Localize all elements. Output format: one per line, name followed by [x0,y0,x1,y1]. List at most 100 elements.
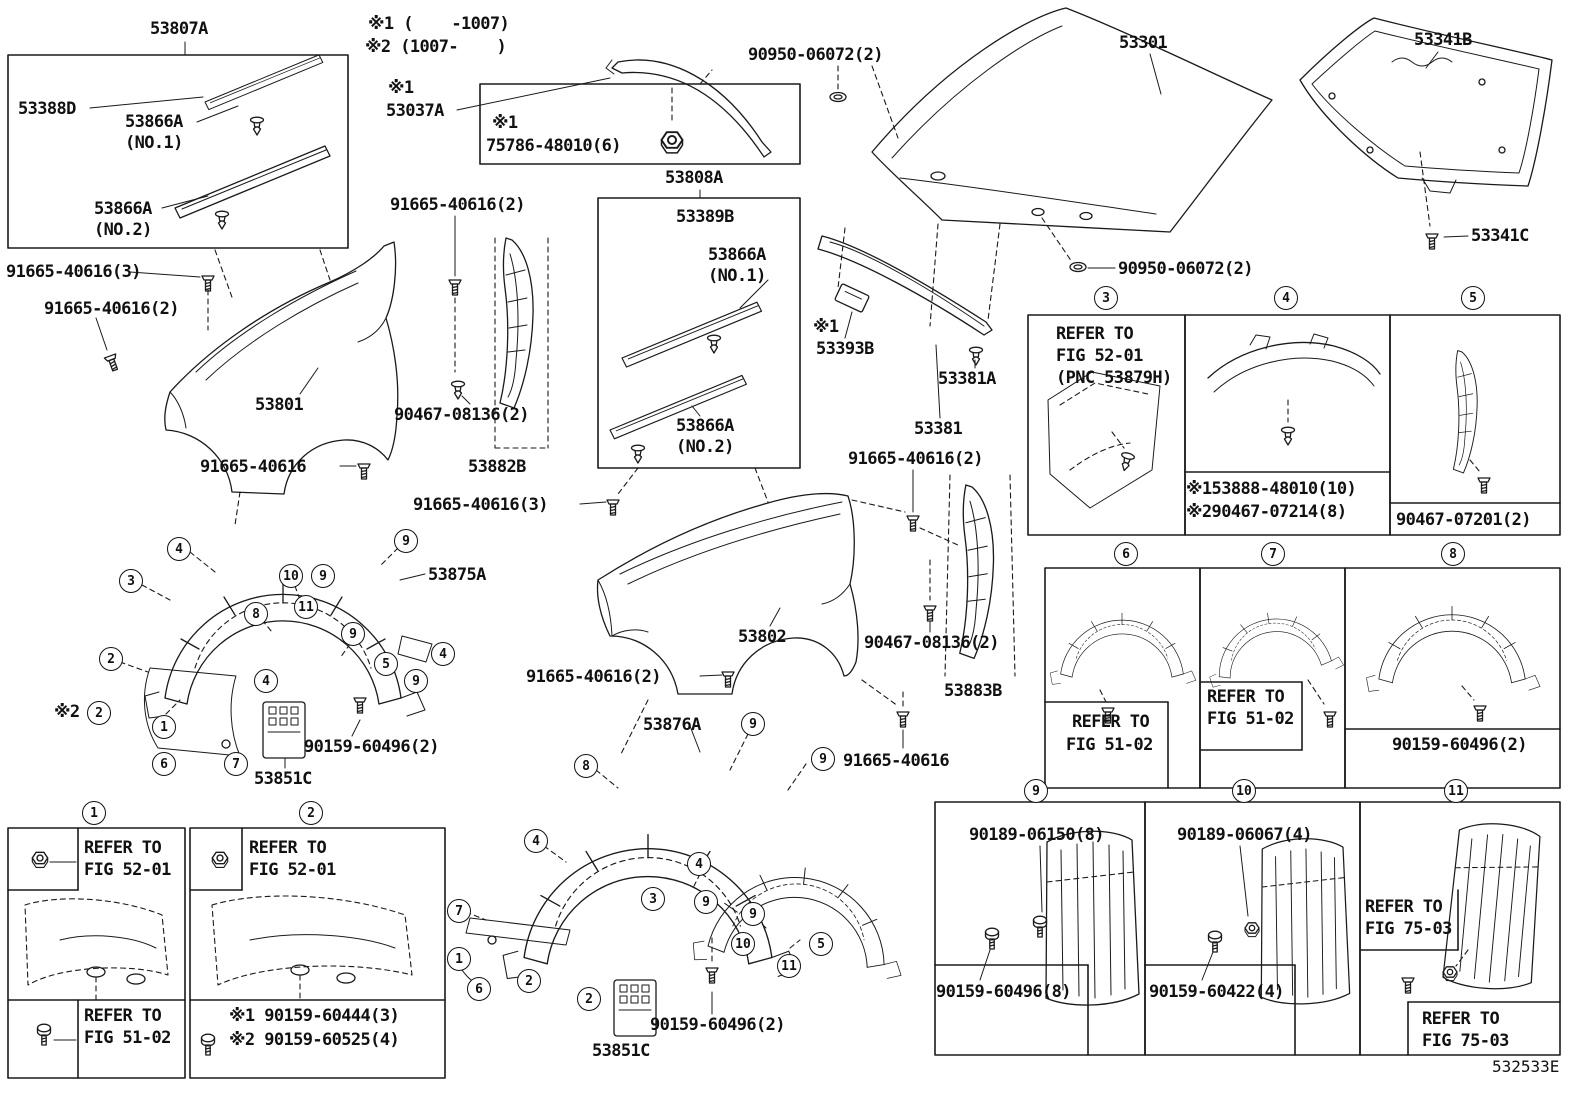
fender-liner-rh-53876A [454,833,912,991]
windshield-molding-53037A [605,59,772,158]
callout-number: 9 [741,902,765,926]
part-label: ※2 90159-60525(4) [229,1030,400,1050]
front-fender-lh-53801 [164,241,399,495]
refer-label: REFER TO [84,1006,162,1026]
liner-corner-arts [1049,603,1541,728]
callout-number: 4 [524,829,548,853]
part-label: (NO.1) [125,133,183,153]
part-label: 53341C [1471,226,1529,246]
callout-number: 7 [447,899,471,923]
callout-number: 6 [467,977,491,1001]
note-marker: ※1 [813,317,839,337]
part-label: 53341B [1414,30,1472,50]
note-marker: ※1 [492,113,518,133]
part-label: 53393B [816,339,874,359]
part-label: 91665-40616(2) [44,299,179,319]
refer-label: FIG 51-02 [84,1028,171,1048]
part-label: 53807A [150,19,208,39]
part-label: 90159-60496(2) [650,1015,785,1035]
refer-label: FIG 52-01 [1056,346,1143,366]
mud-guard-53851C [262,701,306,759]
part-label: 53876A [643,715,701,735]
header-note: ※1 ( -1007) [368,14,510,34]
callout-number: 9 [694,890,718,914]
refer-label: REFER TO [1072,712,1150,732]
callout-number: 4 [167,537,191,561]
part-label: (NO.2) [94,220,152,240]
part-label: 75786-48010(6) [486,136,621,156]
refer-label: REFER TO [1207,687,1285,707]
callout-number: 8 [244,602,268,626]
header-note: ※2 (1007- ) [365,37,507,57]
part-label: ※1 90159-60444(3) [229,1006,400,1026]
callout-number: 3 [1094,286,1118,310]
reference-boxes [7,54,1561,1079]
refer-label: FIG 51-02 [1207,709,1294,729]
part-label: 53882B [468,457,526,477]
callout-number: 9 [741,712,765,736]
apron-art-2 [200,851,413,1056]
apron-art-1 [24,851,169,1046]
callout-number: 3 [119,569,143,593]
part-label: 53802 [738,627,787,647]
part-label: 90159-60496(2) [304,737,439,757]
part-label: 53866A [708,245,766,265]
callout-number: 2 [517,969,541,993]
callout-number: 9 [1024,779,1048,803]
callout-number: 4 [1274,286,1298,310]
refer-label: FIG 51-02 [1066,735,1153,755]
hood-seal-parts-53808A [609,279,769,464]
part-label: 53851C [592,1041,650,1061]
callout-number: 5 [374,652,398,676]
callout-number: 6 [1114,542,1138,566]
part-label: 91665-40616(2) [390,195,525,215]
refer-label: REFER TO [84,838,162,858]
part-label: 53851C [254,769,312,789]
refer-label: FIG 52-01 [249,860,336,880]
callout-number: 4 [254,669,278,693]
callout-number: 10 [279,564,303,588]
part-label: 90159-60422(4) [1149,982,1284,1002]
cowl-seal-53381 [817,235,993,336]
part-label: 53808A [665,168,723,188]
part-label: 91665-40616(3) [6,262,141,282]
refer-label: REFER TO [1056,324,1134,344]
part-label: 90950-06072(2) [748,45,883,65]
part-label: 91665-40616(2) [848,449,983,469]
callout-number: 11 [777,954,801,978]
part-label: 91665-40616 [200,457,307,477]
callout-number: 9 [404,669,428,693]
callout-number: 1 [82,801,106,825]
part-label: 91665-40616(2) [526,667,661,687]
callout-number: 9 [394,529,418,553]
hood-53301 [871,7,1273,233]
cowl-side-panel-art [1047,371,1161,509]
part-label: 53037A [386,101,444,121]
note-marker: ※2 [54,702,80,722]
callout-number: 8 [574,754,598,778]
callout-number: 5 [1461,286,1485,310]
shield-detail-art [1452,350,1491,494]
refer-label: REFER TO [1365,897,1443,917]
part-label: 90467-08136(2) [394,405,529,425]
refer-label: FIG 52-01 [84,860,171,880]
callout-number: 2 [299,801,323,825]
part-label: 90189-06067(4) [1177,825,1312,845]
callout-number: 4 [687,852,711,876]
callout-number: 9 [311,564,335,588]
callout-number: 7 [1261,542,1285,566]
part-label: 90159-60496(8) [936,982,1071,1002]
fender-shield-53882B [499,237,534,409]
callout-number: 9 [341,622,365,646]
callout-number: 9 [811,747,835,771]
callout-number: 8 [1441,542,1465,566]
refer-label: FIG 75-03 [1422,1031,1509,1051]
part-label: (NO.1) [708,266,766,286]
part-label: 53381A [938,369,996,389]
refer-label: REFER TO [249,838,327,858]
liner-panel-arts [979,819,1549,1006]
part-label: 53381 [914,419,963,439]
part-label: 53389B [676,207,734,227]
part-label: 53866A [125,112,183,132]
